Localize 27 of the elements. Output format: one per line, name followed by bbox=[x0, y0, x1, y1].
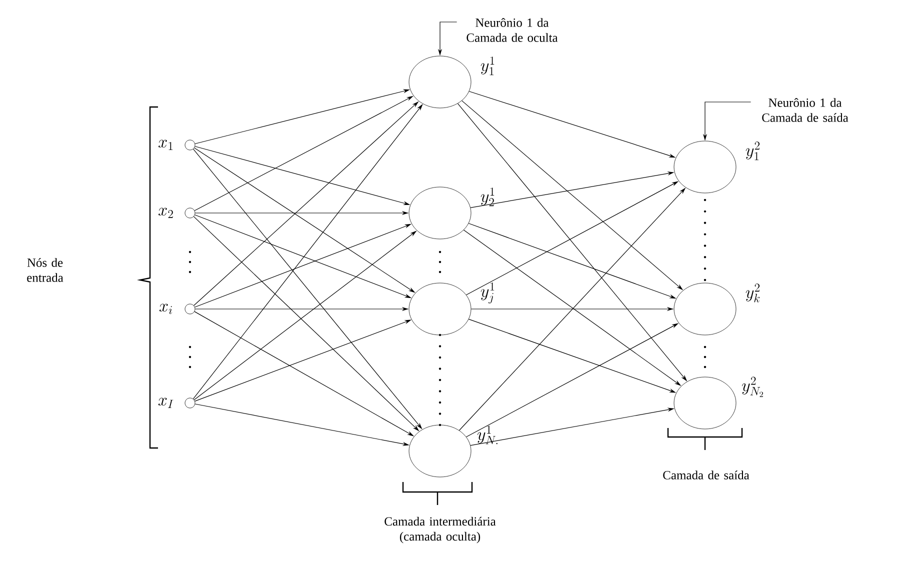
neuron-label: $y_{N.}^1$ bbox=[476, 424, 500, 446]
neuron-circle bbox=[674, 376, 736, 430]
neuron-label: $y_k^2$ bbox=[744, 282, 762, 304]
neuron-label: $y_2^1$ bbox=[479, 186, 497, 208]
input-node bbox=[184, 398, 196, 408]
neuron-circle bbox=[408, 282, 472, 336]
neuron-label: $y_j^1$ bbox=[479, 282, 497, 304]
annotation-text: Neurônio 1 da Camada de saída bbox=[762, 98, 848, 122]
input-node bbox=[184, 140, 196, 150]
neuron-circle bbox=[674, 282, 736, 336]
neuron-circle bbox=[408, 186, 472, 240]
neuron-label: $y_1^1$ bbox=[479, 56, 497, 76]
input-node bbox=[184, 304, 196, 314]
neuron-label: $x_I$ bbox=[156, 397, 176, 410]
neuron-label: $x_i$ bbox=[158, 303, 174, 316]
neuron-label: $x_1$ bbox=[157, 138, 175, 152]
neuron-label: $x_2$ bbox=[157, 207, 175, 220]
layer-label: Nós de entrada bbox=[27, 258, 64, 282]
neuron-circle bbox=[674, 140, 736, 194]
annotation-text: Neurônio 1 da Camada de oculta bbox=[466, 18, 558, 42]
input-node bbox=[184, 208, 196, 218]
layer-label: Camada de saída bbox=[663, 470, 750, 480]
neuron-label: $y_{N_2}^2$ bbox=[740, 376, 766, 398]
layer-label: Camada intermediária (camada oculta) bbox=[384, 516, 496, 544]
neuron-label: $y_1^2$ bbox=[744, 140, 762, 162]
neuron-circle bbox=[408, 56, 472, 108]
neuron-circle bbox=[408, 424, 472, 478]
